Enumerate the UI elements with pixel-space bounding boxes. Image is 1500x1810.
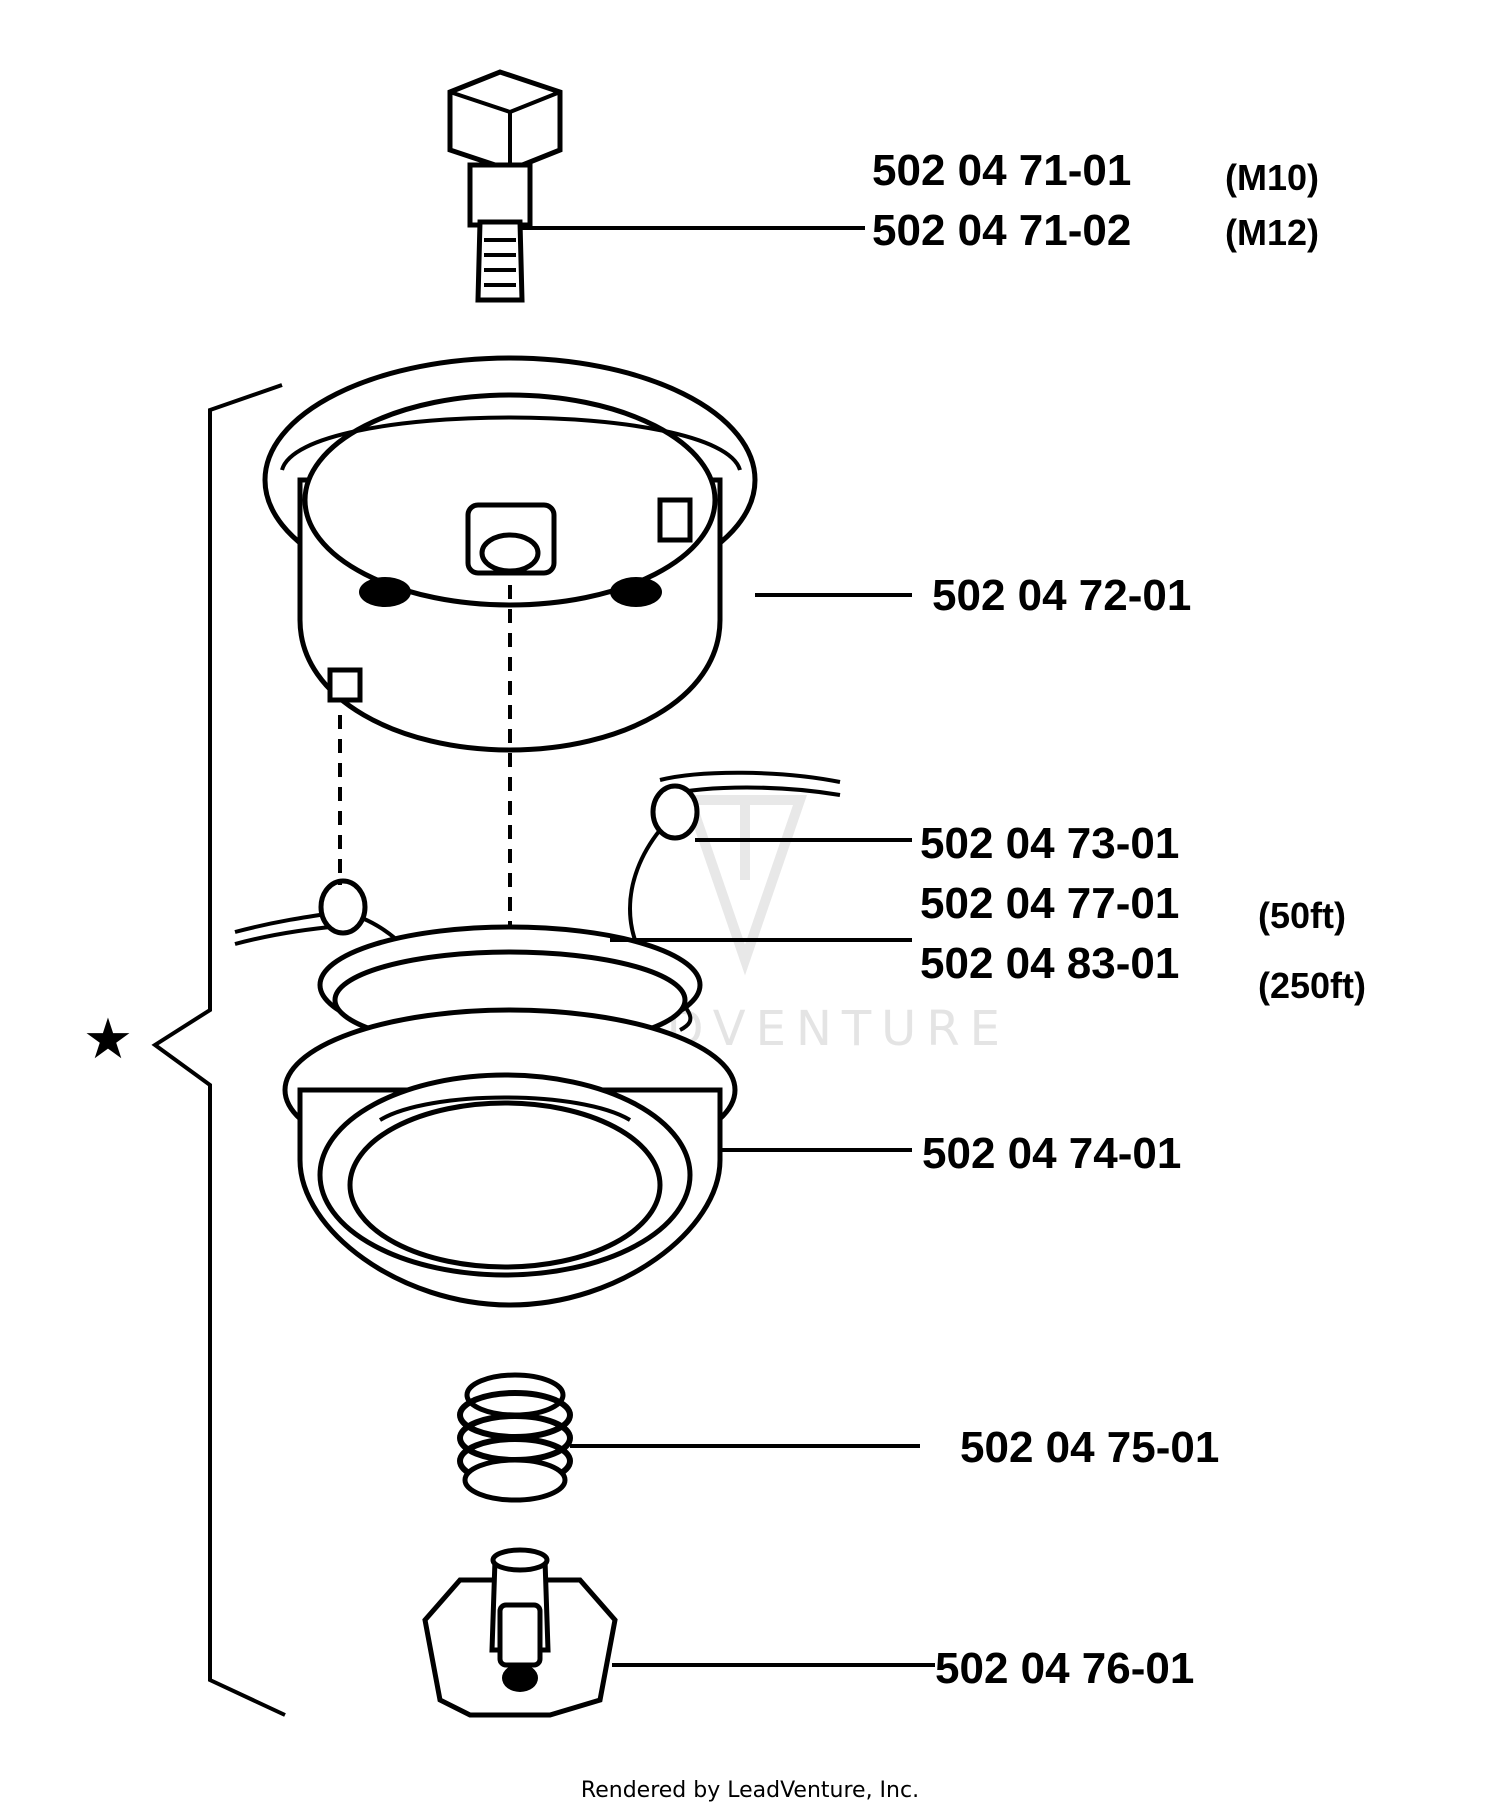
assembly-bracket: ★ <box>83 383 286 1717</box>
spring-drawing <box>457 1372 573 1503</box>
part-number: 502 04 83-01 <box>920 939 1179 988</box>
part-note: (250ft) <box>1258 965 1366 1006</box>
part-note: (50ft) <box>1258 895 1346 936</box>
footer-credit: Rendered by LeadVenture, Inc. <box>581 1778 919 1803</box>
part-number: 502 04 71-01 <box>872 146 1131 195</box>
cover-drawing <box>262 355 758 753</box>
part-number: 502 04 75-01 <box>960 1423 1219 1472</box>
part-number: 502 04 73-01 <box>920 819 1179 868</box>
part-labels: 502 04 71-01 (M10) 502 04 71-02 (M12) 50… <box>872 146 1366 1693</box>
knob-drawing <box>422 1547 618 1718</box>
part-number: 502 04 77-01 <box>920 879 1179 928</box>
part-number: 502 04 74-01 <box>922 1129 1181 1178</box>
part-number: 502 04 72-01 <box>932 571 1191 620</box>
bolt-drawing <box>447 69 563 303</box>
part-note: (M10) <box>1225 157 1319 198</box>
part-number: 502 04 71-02 <box>872 206 1131 255</box>
leader-lines <box>520 226 935 1667</box>
assembly-star: ★ <box>83 1007 133 1072</box>
spool-drawing <box>234 770 841 1308</box>
part-number: 502 04 76-01 <box>935 1644 1194 1693</box>
part-note: (M12) <box>1225 212 1319 253</box>
